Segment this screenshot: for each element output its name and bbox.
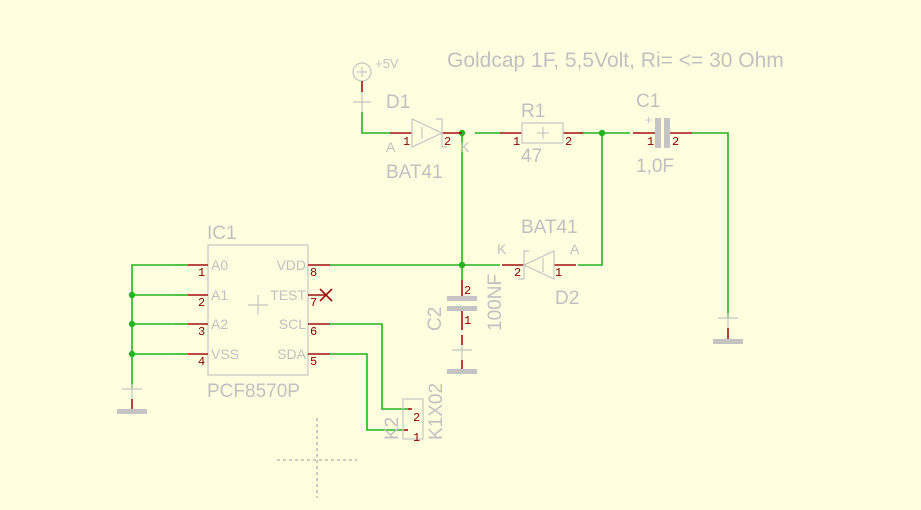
r1-pin2: 2 [565,135,572,149]
cursor-crosshair-icon [277,418,357,498]
ic1-pin-sda-name: SDA [277,346,306,362]
c1-polarity: + [645,113,652,127]
ic1-pin-a0-name: A0 [211,257,228,273]
resistor-symbol-icon [521,122,564,144]
ic1-pin8-num: 8 [310,266,317,280]
c2-pin1: 1 [464,314,471,328]
d2-anode-label: A [570,241,580,257]
ic1-pin3-num: 3 [198,325,205,339]
connector-symbol-icon [402,398,424,440]
ic-body [207,244,309,376]
resistor-r1[interactable]: R1 47 1 2 [500,101,583,167]
d1-cathode-label: K [460,139,470,155]
ic1-pin-a2-name: A2 [211,316,228,332]
ground-ic1[interactable] [117,384,147,414]
ic1-pin-vss-name: VSS [211,346,239,362]
ic1-pin6-num: 6 [310,325,317,339]
diode-symbol-icon [522,250,555,280]
ic1-pin4-num: 4 [198,355,205,369]
ic1-pin2-num: 2 [198,296,205,310]
diode-symbol-icon [411,118,444,148]
capacitor-symbol-icon [655,118,661,148]
ic1-pin1-num: 1 [198,266,205,280]
d1-pin1: 1 [403,135,410,149]
no-connect-x-icon [319,288,333,302]
ic1-value: PCF8570P [207,381,300,402]
ground-c1[interactable] [713,313,743,344]
ground-symbol-icon [447,369,477,374]
ic1-pin-vdd-name: VDD [276,257,306,273]
capacitor-c2[interactable]: C2 100NF 2 1 [425,274,506,374]
capacitor-symbol-icon [447,296,477,301]
diode-d2[interactable]: BAT41 D2 K A 2 1 [497,217,580,309]
ic1-pin7-num: 7 [310,296,317,310]
diode-d1[interactable]: D1 BAT41 A K 1 2 [386,92,470,183]
c1-pin2: 2 [672,135,679,149]
d1-value: BAT41 [386,162,443,183]
r1-value: 47 [521,146,542,167]
d2-cathode-label: K [497,241,507,257]
c2-value: 100NF [485,274,506,331]
k2-pin1: 1 [413,431,420,445]
supply-label: +5V [375,56,399,71]
ground-symbol-icon [713,339,743,344]
c1-name: C1 [636,91,660,112]
c1-pin1: 1 [647,135,654,149]
d2-value: BAT41 [521,217,578,238]
connector-k2[interactable]: 2 1 K2 K1X02 [382,383,447,445]
ic1-pin-scl-name: SCL [279,316,306,332]
ic1-pin-test-name: TEST [270,287,306,303]
d2-pin2: 2 [514,266,521,280]
d1-name: D1 [386,92,410,113]
ic1-name: IC1 [207,223,237,244]
d1-anode-label: A [386,139,396,155]
c2-pin2: 2 [464,284,471,298]
r1-pin1: 1 [513,135,520,149]
ground-symbol-icon [117,409,147,414]
ic1-pin-a1-name: A1 [211,287,228,303]
ic1-pcf8570p[interactable]: IC1 PCF8570P A0 A1 A2 VSS 1 2 3 4 VDD TE… [175,223,333,402]
wires [128,112,729,431]
supply-5v[interactable]: +5V [352,56,399,112]
c1-value: 1,0F [636,156,674,177]
d1-pin2: 2 [444,135,451,149]
r1-name: R1 [521,101,545,122]
ic1-pin5-num: 5 [310,355,317,369]
title-note: Goldcap 1F, 5,5Volt, Ri= <= 30 Ohm [447,49,784,72]
capacitor-c1[interactable]: + C1 1,0F 1 2 [633,91,692,177]
k2-pin2: 2 [413,411,420,425]
k2-value: K1X02 [426,383,447,440]
c2-name: C2 [425,307,446,331]
k2-name: K2 [382,417,403,440]
d2-name: D2 [555,288,579,309]
d2-pin1: 1 [555,266,562,280]
